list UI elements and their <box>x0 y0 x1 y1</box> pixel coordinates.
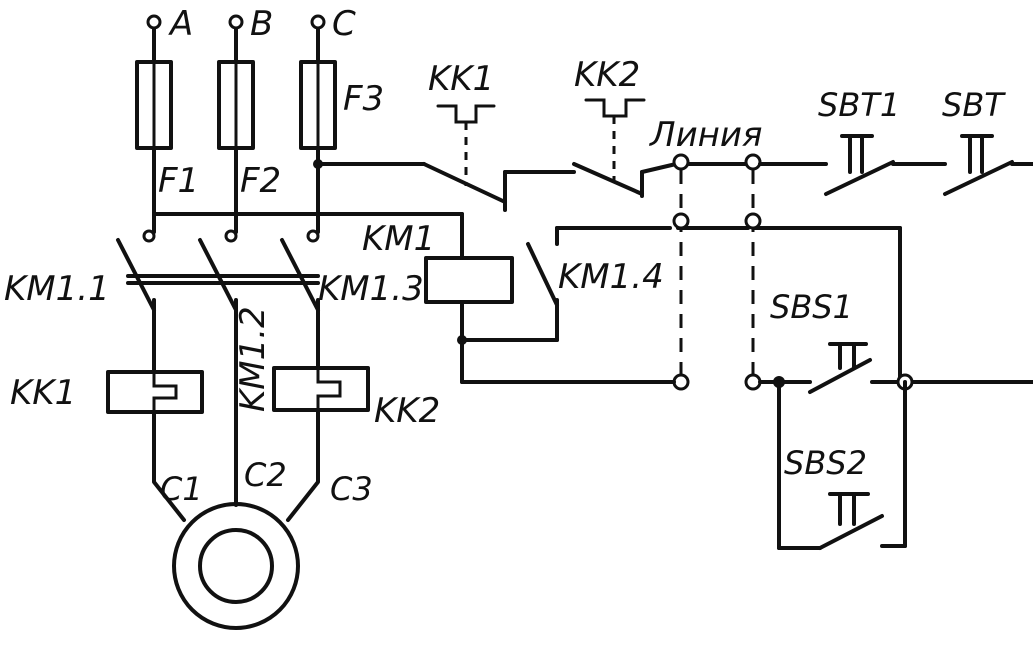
phase-wires <box>142 146 464 260</box>
line-connectors: Линия <box>460 115 902 391</box>
motor-terminal-c2: C2 <box>244 456 287 494</box>
thermal-relay-kk2 <box>272 366 370 412</box>
phase-b-terminal <box>228 14 244 30</box>
fuse-f3-label: F3 <box>343 79 384 119</box>
phase-terminals: A B C <box>146 4 356 64</box>
thermal-relays: KK1 KK2 <box>10 366 440 431</box>
aux-contact: KM1.4 <box>526 226 672 342</box>
coil-km1 <box>424 256 514 304</box>
main-contacts: KM1.1 KM1.2 KM1.3 <box>4 238 424 502</box>
contact-km1-4 <box>526 242 559 307</box>
start-buttons: SBS1 SBS2 <box>758 288 1033 550</box>
start-button-sbs2 <box>818 514 884 550</box>
fuse-f1-label: F1 <box>158 161 199 201</box>
motor-inner <box>198 528 274 604</box>
phase-b-label: B <box>250 4 273 44</box>
motor-terminal-c3: C3 <box>330 470 373 508</box>
stop-button-sbt1-label: SBT1 <box>818 86 900 124</box>
stop-buttons: SBT1 SBT <box>758 86 1033 196</box>
thermal-relay-kk1-label: KK1 <box>10 373 76 413</box>
nc-contact-kk2-label: KK2 <box>574 55 640 95</box>
nc-contact-kk1-label: KK1 <box>428 59 494 99</box>
phase-c-label: C <box>332 4 356 44</box>
phase-a-label: A <box>168 4 193 44</box>
thermal-nc-contacts: KK1 KK2 <box>422 55 752 212</box>
start-button-sbs2-label: SBS2 <box>784 444 867 482</box>
contact-km1-4-label: KM1.4 <box>558 257 664 297</box>
start-button-sbs1-label: SBS1 <box>770 288 853 326</box>
stop-button-sbt2 <box>943 160 1014 196</box>
contact-km1-3-label: KM1.3 <box>318 269 424 309</box>
start-button-sbs1 <box>808 358 872 394</box>
phase-c-terminal <box>310 14 326 30</box>
phase-a-terminal <box>146 14 162 30</box>
contact-km1-2-label: KM1.2 <box>233 306 273 412</box>
coil-km1-label: KM1 <box>362 219 435 259</box>
motor-terminal-c1: C1 <box>160 470 203 508</box>
nc-contact-kk2 <box>572 162 644 196</box>
motor-outer <box>172 502 300 630</box>
line-label: Линия <box>648 115 762 155</box>
stop-button-sbt1 <box>824 160 895 196</box>
contact-km1-1-label: KM1.1 <box>4 269 110 309</box>
motor: C1 C2 C3 <box>152 408 373 630</box>
thermal-relay-kk2-label: KK2 <box>374 391 440 431</box>
stop-button-sbt2-label: SBT <box>942 86 1006 124</box>
contactor-coil: KM1 <box>362 219 559 384</box>
fuses: F1 F2 F3 <box>135 60 384 201</box>
fuse-f2-label: F2 <box>240 161 281 201</box>
